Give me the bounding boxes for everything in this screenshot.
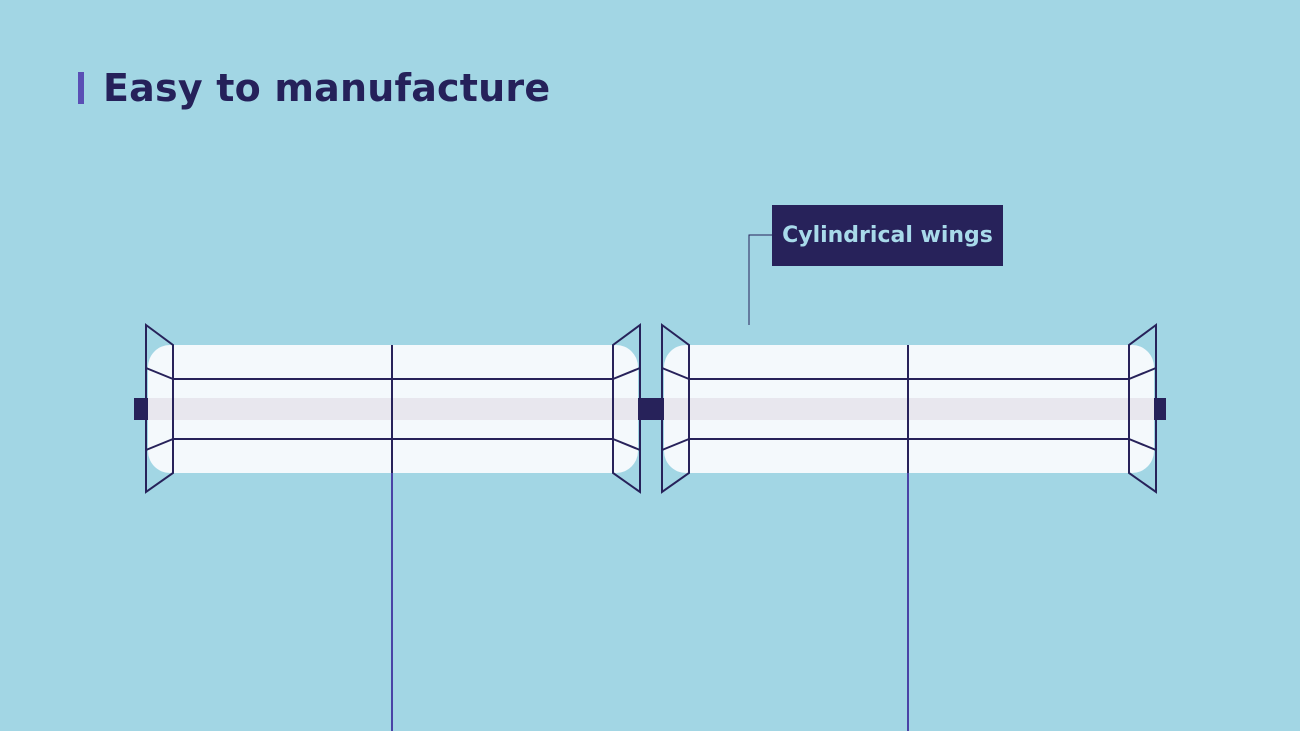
cylindrical-wing-right: [661, 323, 1157, 494]
callout-label: Cylindrical wings: [782, 223, 993, 248]
page-title: Easy to manufacture: [78, 66, 550, 110]
cylindrical-wing-left: [145, 323, 641, 494]
page-title-text: Easy to manufacture: [103, 66, 551, 110]
title-accent-bar: [78, 72, 84, 104]
callout-label-box: Cylindrical wings: [772, 205, 1003, 266]
callout-leader-line: [748, 234, 772, 325]
